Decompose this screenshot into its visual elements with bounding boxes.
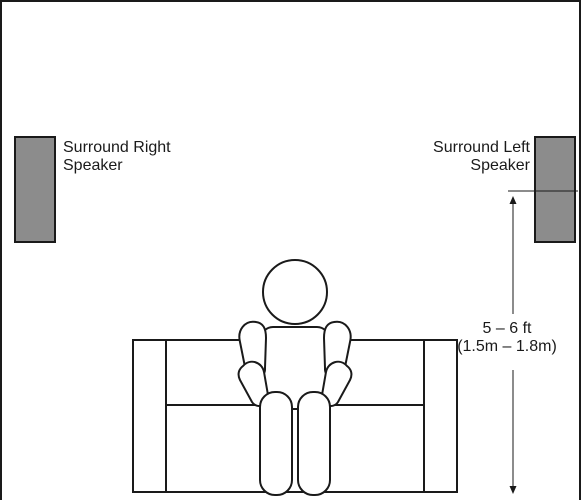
distance-label: 5 – 6 ft (1.5m – 1.8m) <box>433 320 581 356</box>
surround-left-speaker <box>534 136 576 243</box>
surround-right-label-line2: Speaker <box>63 157 123 174</box>
surround-left-label-line2: Speaker <box>470 157 530 174</box>
surround-left-speaker-label: Surround Left Speaker <box>398 139 530 175</box>
distance-dimension-arrow <box>509 196 517 494</box>
sofa <box>132 339 458 493</box>
surround-right-speaker-label: Surround Right Speaker <box>63 139 171 175</box>
sofa-left-arm <box>132 339 167 493</box>
listener-figure <box>237 259 353 496</box>
distance-label-line2: (1.5m – 1.8m) <box>457 338 557 355</box>
distance-label-line1: 5 – 6 ft <box>482 320 532 337</box>
sofa-right-arm <box>423 339 458 493</box>
surround-right-label-line1: Surround Right <box>63 139 171 156</box>
surround-right-speaker <box>14 136 56 243</box>
listener-head <box>262 259 328 325</box>
listener-left-leg <box>259 391 293 496</box>
listener-right-leg <box>297 391 331 496</box>
surround-left-label-line1: Surround Left <box>433 139 530 156</box>
